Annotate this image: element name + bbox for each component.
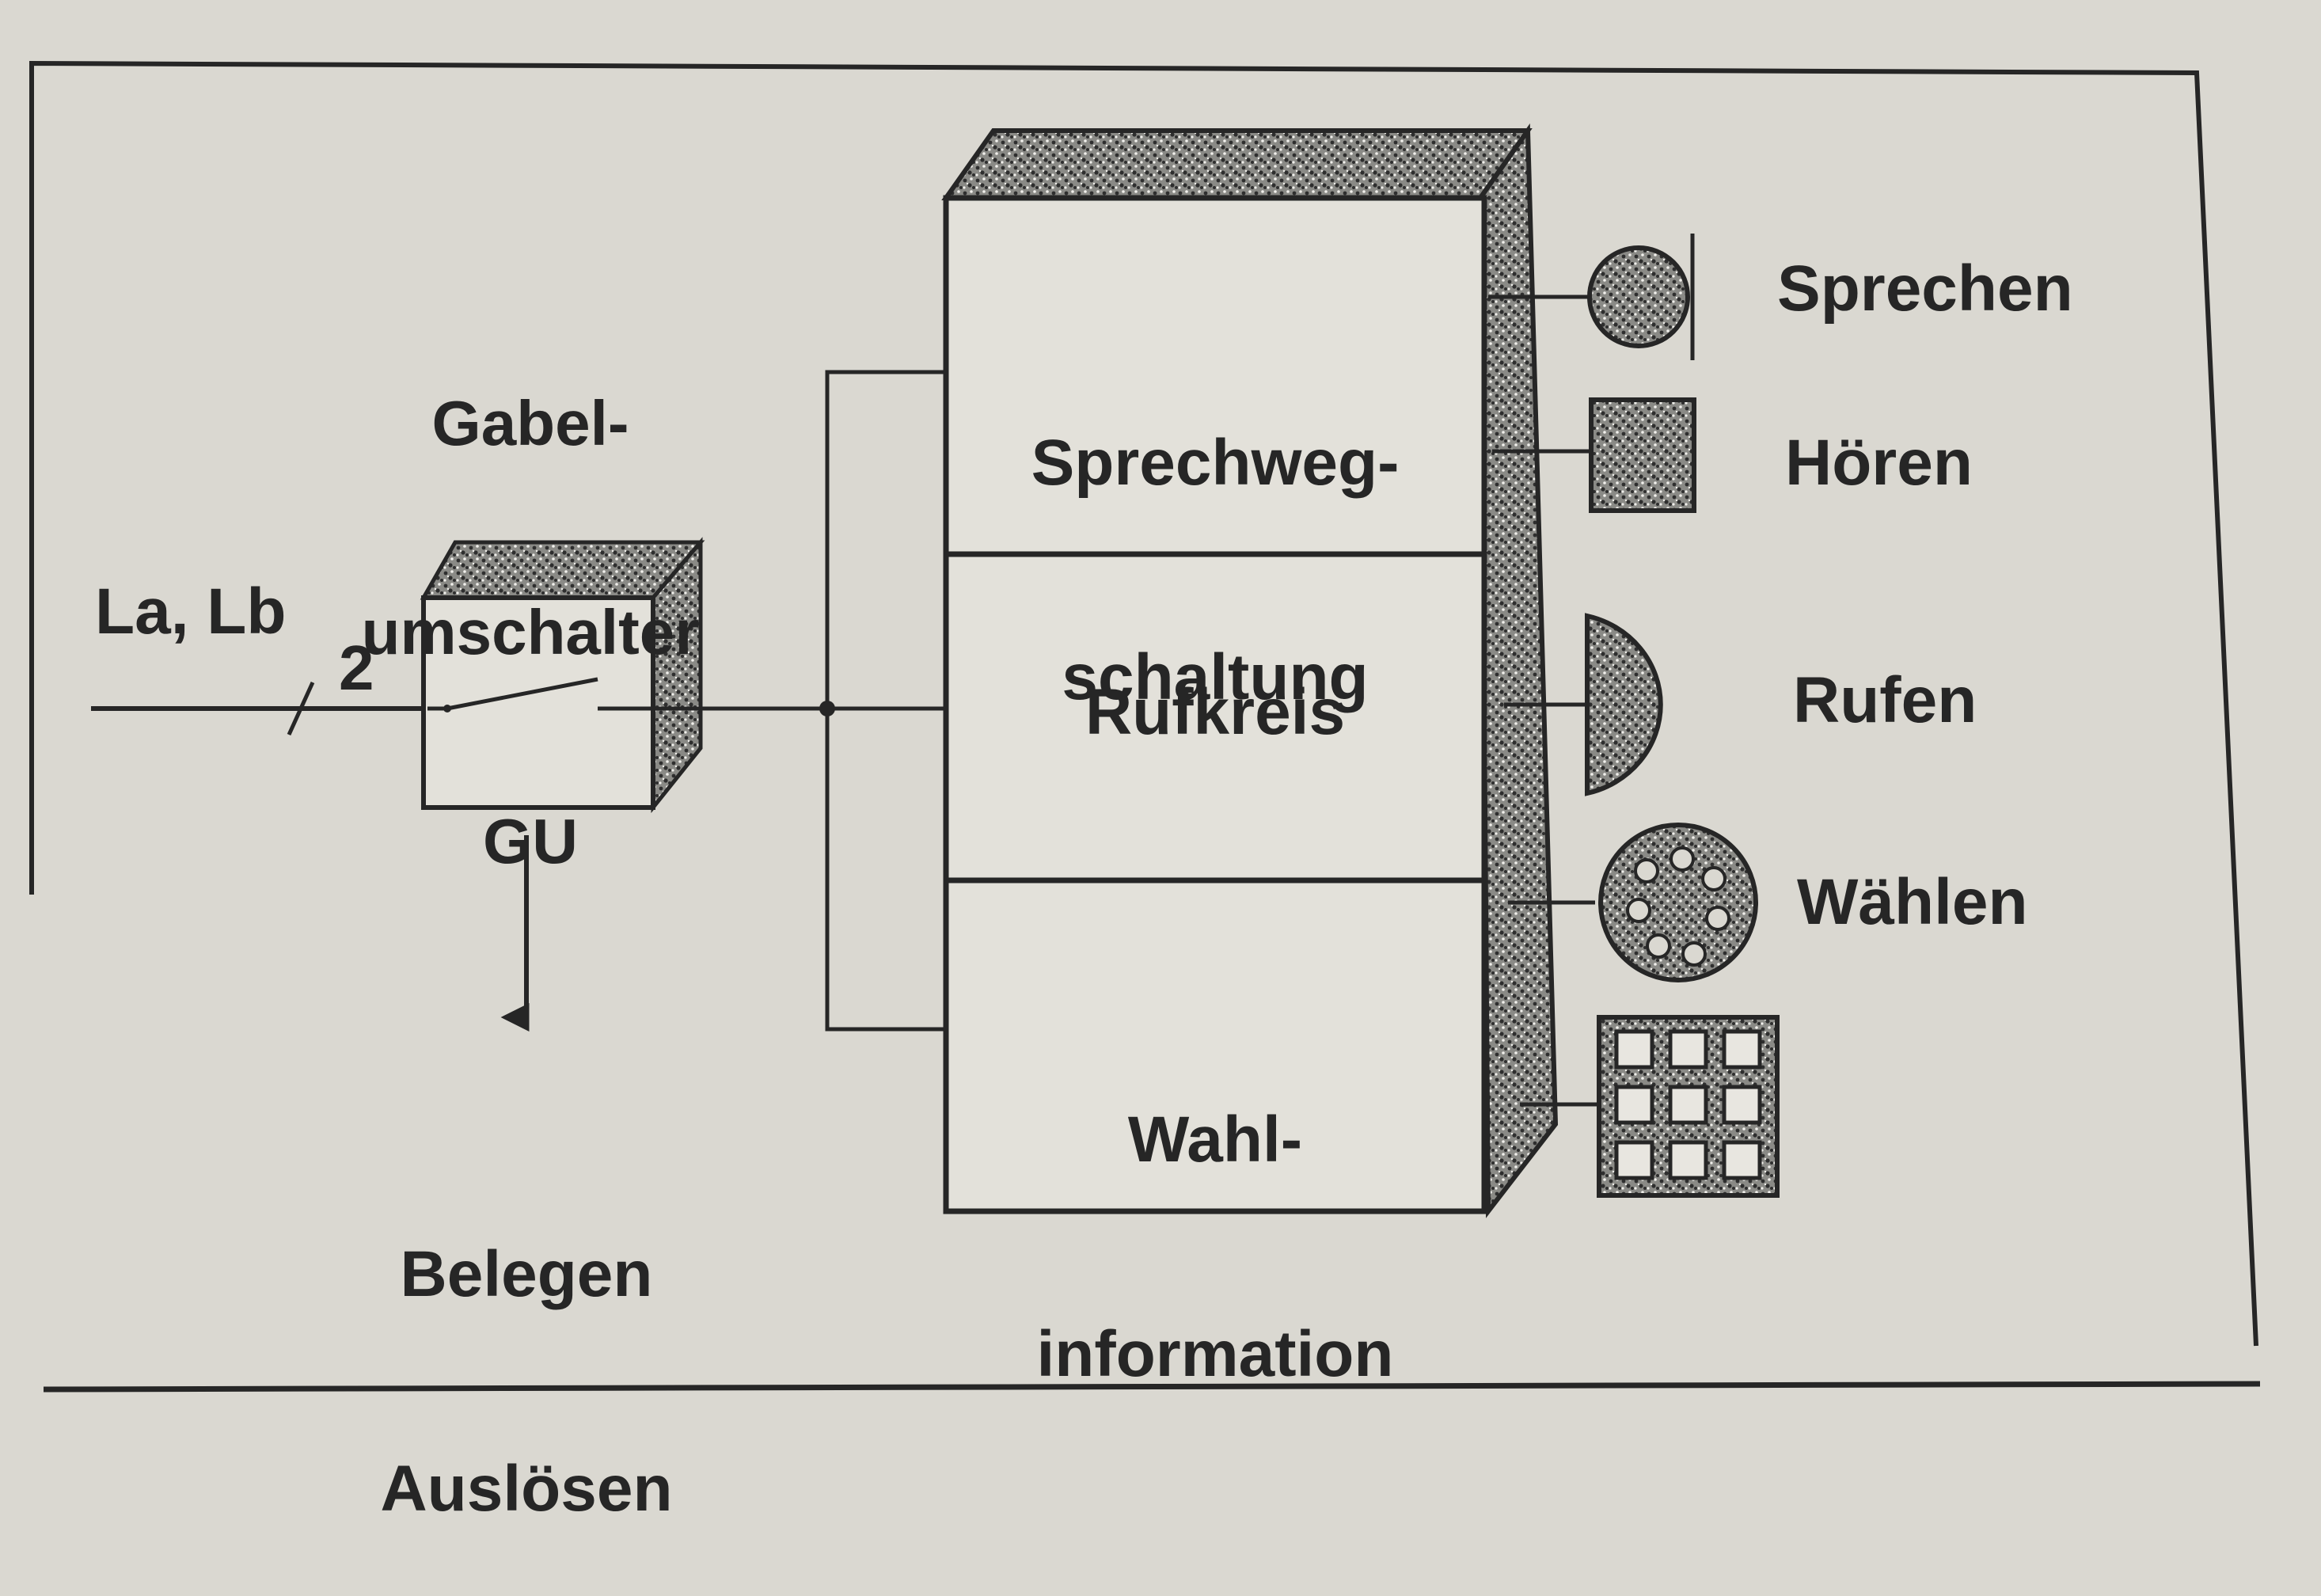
- waehlen-label: Wählen: [1797, 866, 2028, 938]
- line-count: 2: [339, 633, 374, 703]
- gabelumschalter-label-line3: GU: [483, 806, 578, 876]
- icon-connectors: [1488, 294, 1599, 1107]
- sprechweg-label-line2: schaltung: [1062, 640, 1369, 713]
- gabelumschalter-label-line2: umschalter: [361, 597, 700, 667]
- junction-dot: [819, 701, 835, 716]
- sprechweg-label: Sprechweg- schaltung: [946, 285, 1484, 785]
- sprechweg-label-line1: Sprechweg-: [1031, 427, 1400, 500]
- wahlinformation-label: Wahl- information: [946, 962, 1484, 1461]
- hoeren-label: Hören: [1785, 427, 1973, 499]
- keypad-icon: [1597, 1015, 1780, 1198]
- main-block: [941, 123, 1559, 1218]
- rufen-label: Rufen: [1793, 664, 1977, 736]
- gabelumschalter-label-line1: Gabel-: [431, 388, 629, 458]
- action-label-line2: Auslösen: [380, 1452, 673, 1525]
- line-label: La, Lb: [95, 576, 287, 648]
- gabelumschalter-box: [420, 537, 705, 814]
- wahlinformation-label-line2: information: [1036, 1317, 1394, 1390]
- rotary-dial-icon: [1598, 823, 1758, 982]
- wahlinformation-label-line1: Wahl-: [1127, 1104, 1303, 1176]
- action-label: Belegen Auslösen: [301, 1096, 752, 1596]
- rufkreis-label: Rufkreis: [1085, 676, 1346, 748]
- telephone-block-diagram: [29, 60, 2261, 1393]
- subscriber-line: [91, 681, 427, 736]
- action-label-line1: Belegen: [400, 1238, 653, 1311]
- gabelumschalter-label: Gabel- umschalter GU: [309, 249, 752, 946]
- bell-icon: [1585, 613, 1663, 796]
- microphone-icon: [1587, 234, 1695, 360]
- diagram-frame: [29, 60, 2261, 1393]
- earpiece-icon: [1589, 397, 1696, 513]
- switch-pivot: [443, 705, 451, 712]
- sprechen-label: Sprechen: [1777, 253, 2073, 325]
